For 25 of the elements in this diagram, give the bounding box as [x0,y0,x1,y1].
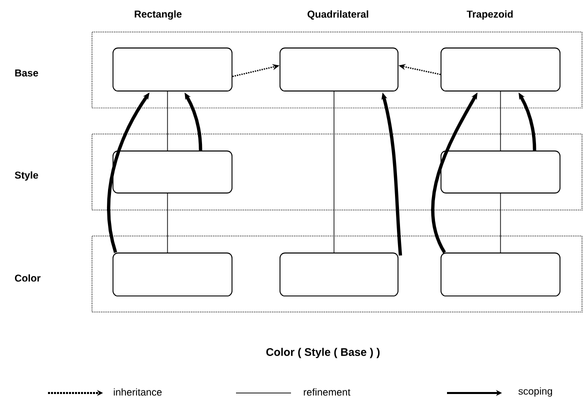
rounded-box [112,150,232,194]
connector-line [500,91,501,151]
connector-line [167,91,168,151]
row-label: Style [14,171,38,181]
legend-label: inheritance [114,388,162,396]
band [92,236,582,312]
rounded-box [440,150,560,194]
rounded-box [440,48,560,92]
band [92,134,582,210]
band [92,32,582,108]
rounded-box [280,252,398,296]
rounded-box [280,48,398,92]
connector-line [500,193,501,253]
connector-line [167,193,168,253]
rounded-box [112,48,232,92]
column-heading: Quadrilateral [308,10,368,20]
column-heading: Rectangle [134,10,182,20]
caption: Color ( Style ( Base ) ) [266,348,380,358]
rounded-box [440,252,560,296]
rounded-box [112,252,232,296]
legend-label: scoping [518,387,552,397]
row-label: Base [15,70,38,76]
column-heading: Trapezoid [466,10,513,20]
row-label: Color [14,274,40,282]
legend-label: refinement [304,388,350,396]
